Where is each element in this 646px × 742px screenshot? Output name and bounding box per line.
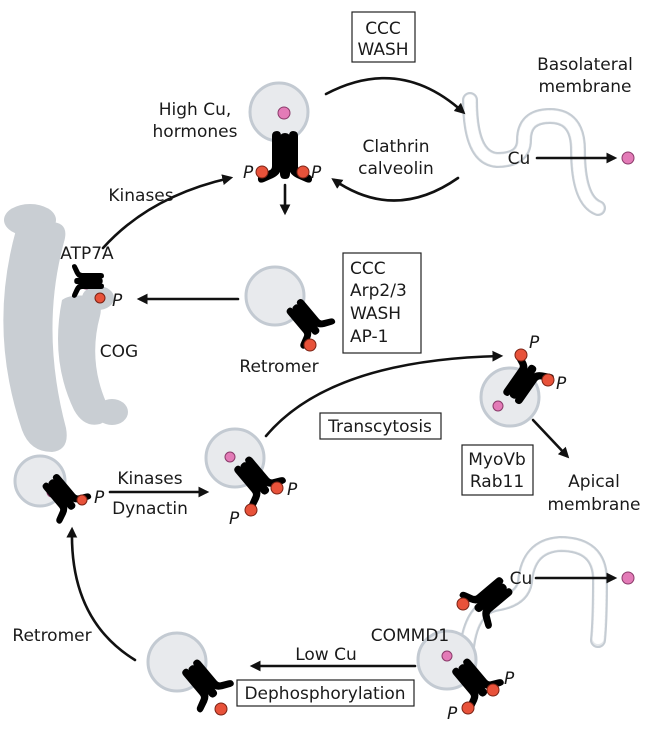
- label-phospho: P: [229, 509, 240, 529]
- label-clathrin-2: calveolin: [358, 159, 434, 179]
- label-cog: COG: [100, 342, 138, 362]
- basolateral-membrane: [462, 92, 606, 216]
- arrow-retromer-up: [66, 526, 137, 662]
- box-transcytosis: [319, 412, 442, 440]
- arrow-kinases-top: [101, 174, 234, 250]
- cu-ion: [441, 650, 453, 662]
- label-low-cu: Low Cu: [295, 645, 357, 665]
- label-box-wash: WASH: [350, 304, 401, 324]
- phosphate-groups: [76, 165, 555, 716]
- arrow-transcytosis: [264, 350, 504, 438]
- phosphate-dot: [461, 701, 475, 715]
- label-transcytosis: Transcytosis: [327, 417, 432, 437]
- label-retromer-mid: Retromer: [239, 357, 318, 377]
- label-atp7a: ATP7A: [60, 244, 114, 264]
- phosphate-dot: [76, 494, 88, 506]
- label-kinases-mid: Kinases: [117, 469, 182, 489]
- label-phospho: P: [287, 480, 298, 500]
- phosphate-dot: [303, 338, 317, 352]
- label-box-ccc: CCC: [350, 259, 386, 279]
- box-dephosphorylation: [236, 679, 415, 707]
- label-phospho: P: [529, 333, 540, 353]
- cu-ion: [492, 400, 504, 412]
- label-retromer-left: Retromer: [12, 626, 91, 646]
- label-phospho: P: [447, 704, 458, 724]
- arrows: [66, 76, 618, 672]
- label-box-arp23: Arp2/3: [350, 281, 407, 301]
- phosphate-dot: [486, 683, 500, 697]
- arrow-clathrin-back: [331, 176, 460, 202]
- label-phospho: P: [94, 488, 105, 508]
- label-phospho: P: [112, 291, 123, 311]
- label-commd1: COMMD1: [371, 626, 450, 646]
- cu-ion: [277, 106, 291, 120]
- label-basolateral-1: Basolateral: [537, 55, 633, 75]
- phosphate-dot: [214, 702, 228, 716]
- arrow-to-basolateral: [324, 76, 466, 115]
- label-dephosphorylation: Dephosphorylation: [244, 684, 405, 704]
- label-phospho: P: [504, 669, 515, 689]
- label-clathrin-1: Clathrin: [363, 137, 430, 157]
- label-rab11: Rab11: [470, 472, 524, 492]
- label-boxes: [236, 11, 534, 707]
- box-ccc-wash: [351, 11, 416, 63]
- phosphate-dot: [244, 503, 258, 517]
- phosphate-dot: [456, 597, 470, 611]
- phosphate-dot: [541, 373, 555, 387]
- box-myovb-rab11: [461, 444, 534, 496]
- cu-ion: [621, 151, 635, 165]
- cu-ion: [224, 451, 236, 463]
- arrow-apical: [531, 418, 570, 459]
- golgi-cisterna-outer: [3, 222, 67, 452]
- label-high-cu-2: hormones: [153, 122, 238, 142]
- label-phospho: P: [311, 163, 322, 183]
- text-labels: CCC WASH Basolateral membrane High Cu, h…: [12, 19, 640, 724]
- label-apical-2: membrane: [547, 495, 640, 515]
- phosphate-dot: [514, 348, 528, 362]
- label-phospho: P: [243, 163, 254, 183]
- phosphate-dot: [296, 165, 310, 179]
- phosphate-dot: [94, 292, 106, 304]
- label-phospho: P: [556, 374, 567, 394]
- phosphate-dot: [255, 165, 269, 179]
- box-ccc-arp-wash-ap1: [342, 252, 422, 354]
- label-basolateral-2: membrane: [538, 77, 631, 97]
- label-kinases-top: Kinases: [108, 186, 173, 206]
- label-cu-apical: Cu: [510, 569, 533, 589]
- label-apical-1: Apical: [568, 472, 620, 492]
- label-dynactin: Dynactin: [112, 499, 188, 519]
- label-box-ap1: AP-1: [350, 327, 388, 347]
- phosphate-dot: [270, 481, 284, 495]
- label-ccc-wash-1: CCC: [365, 19, 401, 39]
- cu-ion: [621, 571, 635, 585]
- label-cu-basolateral: Cu: [508, 149, 531, 169]
- label-high-cu-1: High Cu,: [159, 100, 232, 120]
- label-myovb: MyoVb: [468, 450, 526, 470]
- label-ccc-wash-2: WASH: [357, 40, 408, 60]
- golgi-vesicle-lower: [96, 399, 128, 425]
- golgi-cisterna-middle: [58, 295, 109, 425]
